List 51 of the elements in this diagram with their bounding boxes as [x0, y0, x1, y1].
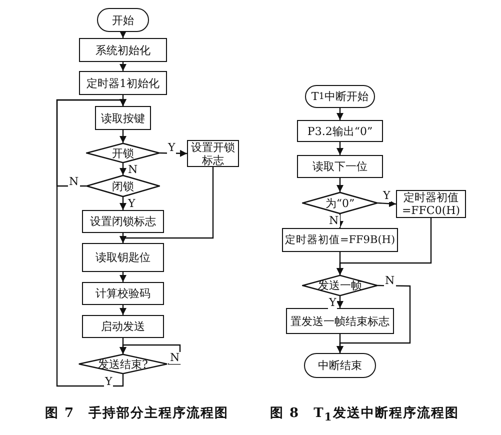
edge-label: N: [169, 352, 181, 364]
process-box: 启动发送: [82, 315, 164, 338]
process-box: 定时器初值=FFC0(H): [396, 190, 466, 218]
process-box: 计算校验码: [82, 282, 164, 305]
terminal-box: 中断结束: [304, 353, 376, 378]
arrow: [336, 142, 344, 155]
process-box: 置发送一帧结束标志: [286, 308, 394, 334]
process-box: 读取按键: [95, 106, 151, 130]
arrow: [120, 62, 126, 71]
process-box: 定时器初值=FF9B(H): [282, 228, 398, 252]
arrow: [120, 163, 126, 175]
edge-label: N: [68, 176, 80, 188]
arrow: [120, 305, 126, 315]
arrow: [160, 150, 188, 157]
figure-caption: 图 8 T$_{1}$发送中断程序流程图: [270, 404, 459, 424]
decision-diamond: 发送一帧: [302, 275, 378, 296]
arrow: [336, 334, 344, 353]
edge-label: Y: [382, 190, 392, 202]
decision-diamond: 闭锁: [86, 175, 160, 197]
arrow: [120, 197, 126, 210]
process-box: P3.2输出“0”: [297, 120, 383, 142]
process-box: 读取下一位: [297, 155, 383, 178]
terminal-box: 开始: [97, 8, 149, 32]
decision-diamond: 开锁: [86, 143, 160, 163]
arrow: [378, 200, 396, 208]
edge-label: Y: [104, 376, 114, 388]
edge-label: Y: [127, 198, 136, 210]
edge-label: N: [127, 164, 139, 176]
edge-label: Y: [167, 142, 176, 154]
arrow: [120, 344, 181, 365]
process-box: 定时器1初始化: [79, 71, 167, 95]
arrow: [336, 252, 344, 275]
decision-diamond: 发送结束?: [78, 354, 168, 374]
arrow: [120, 272, 126, 282]
figure-caption: 图 7 手持部分主程序流程图: [45, 404, 229, 422]
arrow: [336, 296, 344, 308]
arrow: [56, 99, 126, 387]
arrow: [336, 214, 344, 228]
arrow: [120, 31, 126, 38]
arrow: [120, 130, 126, 143]
edge-label: N: [384, 275, 396, 287]
process-box: 系统初始化: [79, 38, 167, 62]
arrow: [336, 108, 344, 120]
decision-diamond: 为“0”: [302, 192, 378, 214]
edge-label: N: [328, 215, 340, 227]
edge-label: Y: [328, 297, 338, 309]
arrow: [336, 178, 344, 192]
arrow: [120, 233, 126, 243]
process-box: 设置闭锁标志: [82, 210, 164, 233]
process-box: 读取钥匙位: [82, 243, 164, 272]
process-box: 设置开锁标志: [187, 140, 239, 167]
